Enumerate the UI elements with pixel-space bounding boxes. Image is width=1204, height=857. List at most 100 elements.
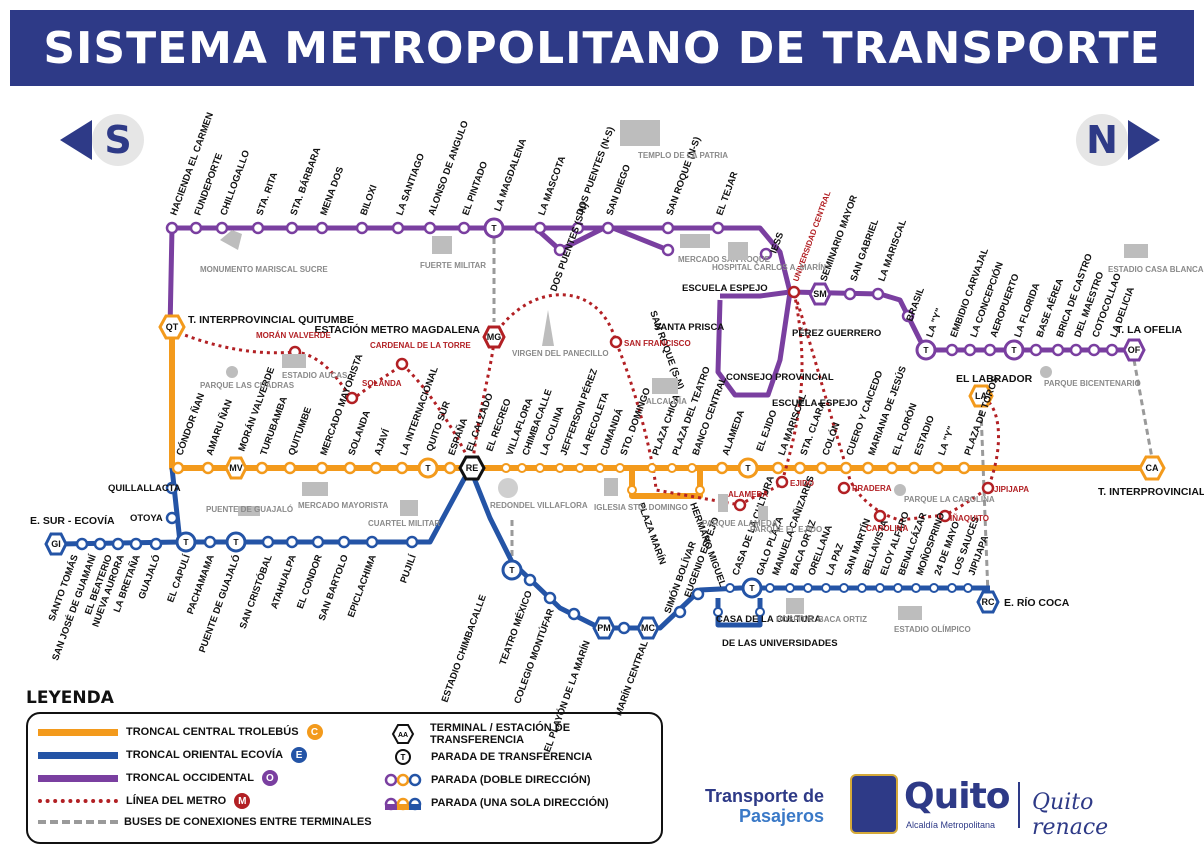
- svg-text:QT: QT: [166, 322, 179, 332]
- stop: [215, 221, 229, 235]
- stop: [755, 607, 765, 617]
- statue-icon: [718, 494, 728, 512]
- conexion-ofelia-carcelen: [1132, 359, 1154, 459]
- svg-text:GI: GI: [51, 539, 61, 549]
- stop: [283, 461, 297, 475]
- stop-label: CÓNDOR ÑAN: [174, 391, 208, 457]
- ecovia-swatch: [38, 751, 118, 759]
- stop: [533, 221, 547, 235]
- legend-label: TRONCAL CENTRAL TROLEBÚS: [126, 726, 299, 738]
- transfer-stop: T: [741, 577, 763, 599]
- ecovia-stops: [75, 535, 973, 635]
- transporte-line1: Transporte de: [704, 786, 824, 806]
- transporte-line2: Pasajeros: [738, 806, 824, 826]
- conexion-swatch: [38, 820, 118, 824]
- metro-label: SAN FRANCISCO: [624, 339, 691, 348]
- market-icon: [302, 482, 328, 496]
- metro-station: [873, 509, 887, 523]
- legend-label: LÍNEA DEL METRO: [126, 795, 227, 807]
- transfer-stop: T: [175, 531, 197, 553]
- legend-title: LEYENDA: [26, 688, 114, 708]
- stop: [627, 485, 637, 495]
- stop-label: LA MARISCAL: [876, 218, 909, 283]
- fountain-icon: [498, 478, 518, 498]
- svg-text:RC: RC: [982, 597, 995, 607]
- stop: [315, 461, 329, 475]
- landmark-label: CUARTEL MILITAR: [368, 519, 440, 528]
- landmark-label: MERCADO MAYORISTA: [298, 501, 388, 510]
- virgen-icon: [542, 310, 554, 346]
- stop: [911, 583, 921, 593]
- metro-label: IÑAQUITO: [950, 514, 989, 523]
- stop-label: SOLANDA: [346, 409, 372, 457]
- logo-divider: [1018, 782, 1020, 828]
- metro-station: [733, 498, 747, 512]
- legend-symbol-terminal: AA TERMINAL / ESTACIÓN DE TRANSFERENCIA: [383, 722, 661, 746]
- center-label-perez-guerrero: PÉREZ GUERRERO: [792, 328, 881, 339]
- landmark-label: TEMPLO DE LA PATRIA: [638, 151, 728, 160]
- metro-swatch: [38, 799, 118, 803]
- terminal-mg: MG: [482, 325, 506, 349]
- terminal-qt: QT: [158, 314, 186, 340]
- stop: [261, 535, 275, 549]
- metro-label: CAROLINA: [866, 524, 908, 533]
- stop: [787, 285, 801, 299]
- stop: [165, 481, 179, 495]
- stop: [673, 605, 687, 619]
- legend-symbol-transfer: T PARADA DE TRANSFERENCIA: [383, 747, 592, 767]
- label-casa-cultura-loop: CASA DE LA CULTURA: [716, 614, 821, 625]
- landmark-label: HOSPITAL BACA ORTIZ: [776, 615, 867, 624]
- trolebus-badge-icon: C: [306, 724, 323, 740]
- ecovia-main-path: [180, 465, 990, 631]
- north-arrow-icon: [1128, 120, 1160, 160]
- north-compass-letter: N: [1086, 118, 1118, 162]
- stop: [111, 537, 125, 551]
- stop: [203, 535, 217, 549]
- stop: [369, 461, 383, 475]
- stop: [501, 463, 511, 473]
- stop-label: EL CONDOR: [295, 553, 325, 610]
- alcaldia-label: Alcaldía Metropolitana: [906, 820, 996, 830]
- quito-renace-logo: Quito renace: [1032, 790, 1109, 840]
- stop: [575, 463, 585, 473]
- stop: [365, 535, 379, 549]
- metro-path: [171, 291, 1000, 522]
- legend: LEYENDA TRONCAL CENTRAL TROLEBÚS C TRONC…: [26, 688, 663, 844]
- metro-labels: MORÁN VALVERDE CARDENAL DE LA TORRE SOLA…: [256, 331, 1029, 533]
- stop: [423, 221, 437, 235]
- stop: [945, 343, 959, 357]
- stop: [713, 607, 723, 617]
- stop: [667, 463, 677, 473]
- stop: [785, 583, 795, 593]
- stop: [901, 309, 915, 323]
- stop-label: ALAMEDA: [720, 409, 747, 458]
- terminal-mg-name: ESTACIÓN METRO MAGDALENA: [315, 323, 481, 336]
- metro-label: EJIDO: [790, 479, 814, 488]
- legend-item-occidental: TRONCAL OCCIDENTAL O: [38, 770, 278, 786]
- stop-label: SAN DIEGO: [604, 163, 633, 217]
- stop: [571, 221, 585, 235]
- stop: [517, 463, 527, 473]
- stop: [725, 583, 735, 593]
- stop: [355, 221, 369, 235]
- transfer-stop: T: [225, 531, 247, 553]
- metro-station: [938, 509, 952, 523]
- terminal-pm: PM: [592, 616, 616, 640]
- stop: [251, 221, 265, 235]
- landmark-label: FUERTE MILITAR: [420, 261, 486, 270]
- mercado-icon: [680, 234, 710, 248]
- legend-box: TRONCAL CENTRAL TROLEBÚS C TRONCAL ORIEN…: [26, 712, 663, 844]
- stop: [661, 243, 675, 257]
- terminal-ca-name: T. INTERPROVINCIAL CARCELÉN: [1098, 485, 1204, 498]
- occidental-stops: [165, 221, 1119, 357]
- stop-label: EL PINTADO: [460, 160, 490, 217]
- legend-symbol-single: PARADA (UNA SOLA DIRECCIÓN): [383, 793, 609, 813]
- svg-text:CA: CA: [1146, 463, 1159, 473]
- trolebus-stops: [165, 461, 971, 525]
- stop: [201, 461, 215, 475]
- landmark-label: MONUMENTO MARISCAL SUCRE: [200, 265, 328, 274]
- center-label-escuela-espejo: ESCUELA ESPEJO: [682, 283, 768, 294]
- stop: [391, 221, 405, 235]
- alcaldia-icon: [652, 378, 678, 394]
- stop: [555, 463, 565, 473]
